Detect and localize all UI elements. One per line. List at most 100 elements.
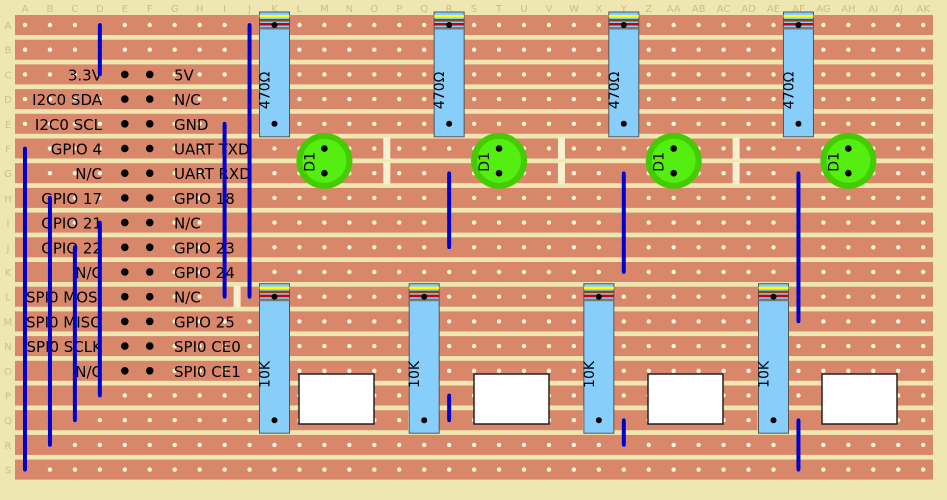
header-pin [121, 194, 129, 202]
strip-hole [521, 269, 527, 275]
strip-hole [696, 245, 701, 250]
strip-hole [896, 22, 901, 28]
strip-hole [796, 343, 801, 349]
strip-hole [546, 96, 552, 102]
strip-hole [347, 47, 352, 52]
strip-hole [397, 269, 402, 275]
strip-hole [696, 96, 701, 102]
strip-hole [521, 294, 527, 299]
strip-hole [147, 47, 152, 52]
strip-hole [347, 72, 352, 77]
led-dome [302, 138, 347, 183]
header-pin [121, 144, 129, 153]
strip-hole [47, 22, 53, 28]
pin-label-right: GPIO 24 [174, 264, 235, 282]
row-label: N [4, 342, 11, 353]
strip-hole [921, 467, 926, 472]
row-label: B [5, 46, 12, 57]
strip-hole [422, 467, 427, 472]
strip-hole [97, 121, 103, 127]
pushbutton [821, 373, 898, 425]
strip-hole [871, 220, 876, 225]
strip-hole [322, 343, 327, 349]
strip-hole [397, 171, 402, 176]
strip-hole [422, 47, 427, 52]
strip-hole [322, 269, 327, 275]
resistor-470-band [783, 27, 814, 30]
strip-hole [796, 146, 801, 151]
strip-hole [571, 146, 577, 151]
strip-hole [422, 245, 427, 250]
strip-hole [347, 319, 352, 324]
strip-hole [746, 171, 751, 176]
strip-hole [122, 22, 128, 28]
pin-label-left: 3.3V [68, 66, 103, 84]
strip-hole [496, 96, 502, 102]
strip-hole [496, 319, 502, 324]
column-label: E [122, 4, 128, 15]
led-lead [845, 145, 852, 152]
strip-hole [397, 47, 402, 52]
strip-hole [471, 245, 477, 250]
column-label: T [495, 4, 503, 15]
strip-hole [571, 171, 577, 176]
strip-hole [571, 294, 577, 299]
strip-hole [147, 467, 152, 472]
strip-hole [197, 72, 202, 77]
strip-hole [671, 96, 676, 102]
strip-hole [521, 47, 527, 52]
strip-hole [846, 72, 851, 77]
resistor-10k-band [259, 298, 290, 302]
strip-hole [496, 121, 502, 127]
strip-hole [272, 442, 277, 448]
resistor-470-band [259, 15, 290, 18]
resistor-470-lead [620, 22, 627, 28]
header-pin [121, 292, 129, 301]
strip-hole [222, 47, 227, 52]
strip-hole [521, 442, 527, 448]
strip-hole [496, 467, 502, 472]
strip-hole [871, 96, 876, 102]
column-label: F [147, 4, 153, 15]
strip-hole [247, 368, 252, 373]
led-lead [321, 169, 328, 177]
strip-hole [646, 121, 651, 127]
strip-hole [272, 467, 277, 472]
strip-hole [496, 269, 502, 275]
strip-hole [147, 22, 152, 28]
strip-hole [821, 47, 826, 52]
pin-label-left: SPI0 SCLK [27, 338, 104, 356]
strip-hole [97, 171, 103, 176]
resistor-10k-band [758, 290, 789, 294]
column-label: AD [741, 4, 756, 15]
strip-hole [746, 220, 751, 225]
pushbutton [473, 373, 550, 425]
strip-hole [197, 22, 202, 28]
strip-hole [921, 220, 926, 225]
strip-hole [571, 393, 577, 398]
strip-hole [871, 442, 876, 448]
strip-hole [846, 467, 851, 472]
strip-hole [846, 47, 851, 52]
column-label: I [223, 4, 226, 15]
strip-hole [646, 22, 651, 28]
strip-hole [846, 220, 851, 225]
strip-hole [571, 319, 577, 324]
row-label: K [5, 268, 12, 279]
resistor-470-band [434, 19, 465, 22]
strip-hole [571, 368, 577, 373]
resistor-10k-band [758, 286, 789, 290]
strip-hole [521, 220, 527, 225]
strip-hole [671, 319, 676, 324]
strip-hole [821, 96, 826, 102]
strip-hole [446, 146, 452, 151]
strip-hole [397, 343, 402, 349]
strip-hole [72, 96, 78, 102]
header-pin [145, 194, 154, 202]
strip-hole [47, 467, 53, 472]
strip-hole [571, 22, 577, 28]
strip-hole [546, 442, 552, 448]
strip-hole [696, 269, 701, 275]
strip-hole [322, 72, 327, 77]
column-label: AH [841, 4, 855, 15]
